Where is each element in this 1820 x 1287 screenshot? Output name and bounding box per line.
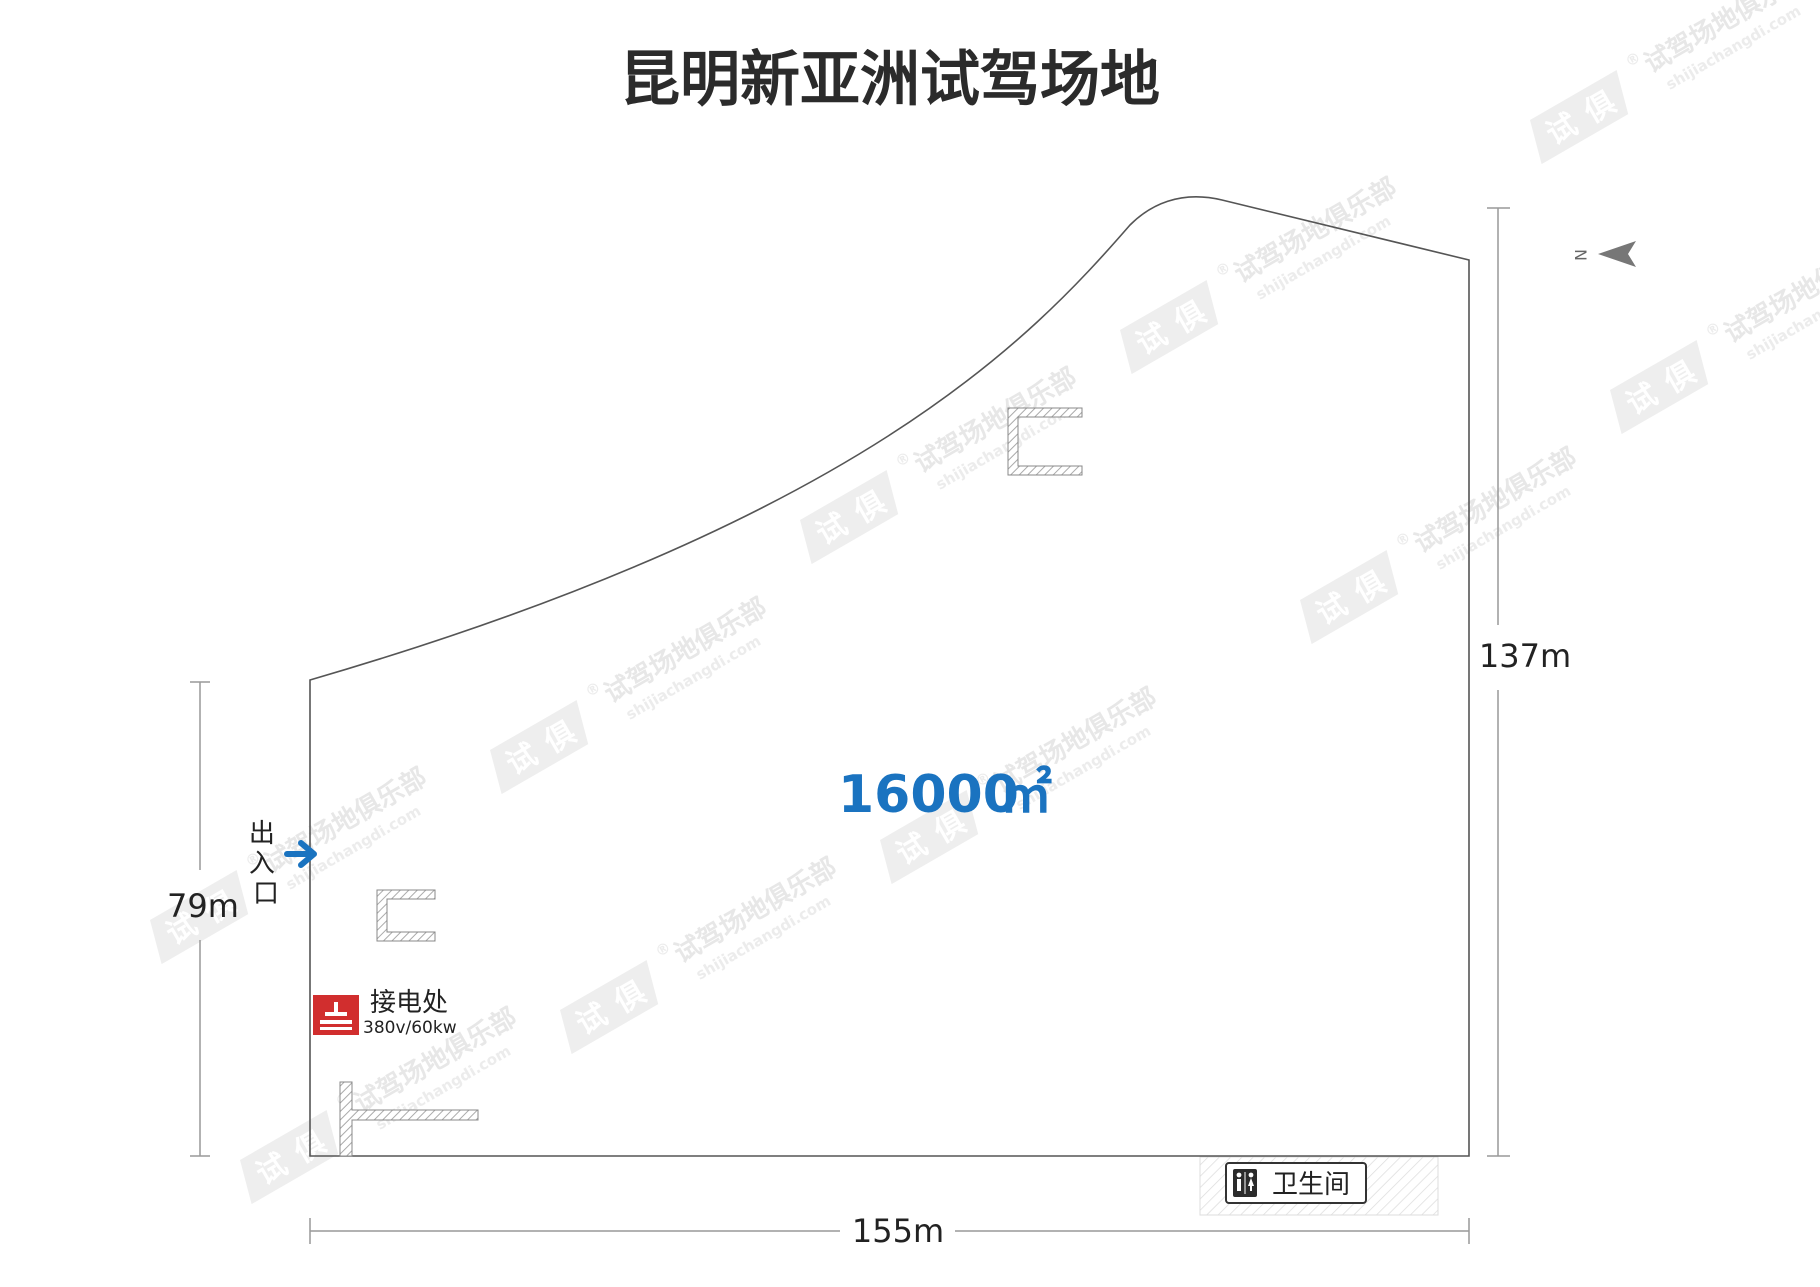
watermark-logo-icon [150, 870, 249, 965]
watermark-logo-icon [1300, 550, 1399, 645]
watermark-logo-icon [800, 470, 899, 565]
watermark-registered: ® [1212, 258, 1234, 281]
restroom: 卫生间 [1225, 1162, 1367, 1204]
watermark-logo-icon [240, 1110, 339, 1205]
dimension-right-label: 137m [1479, 637, 1571, 675]
power-connection: 接电处 380v/60kw [313, 988, 457, 1038]
watermark-logo-icon [560, 960, 659, 1055]
structure-upper-bracket [1007, 407, 1083, 476]
dimension-bottom: 155m [309, 1212, 1470, 1250]
compass-label: N [1571, 249, 1590, 261]
north-arrow-icon [1598, 241, 1636, 267]
entrance: 出 入 口 [249, 819, 317, 909]
restroom-label: 卫生间 [1272, 1170, 1350, 1200]
watermark-logo-icon [880, 790, 979, 885]
area-value: 16000 [838, 765, 1019, 825]
watermark-registered: ® [1622, 48, 1644, 71]
structure-lower-bracket [376, 889, 436, 942]
watermark-logo-icon [490, 700, 589, 795]
watermark-registered: ® [1392, 528, 1414, 551]
entrance-label: 出 入 口 [249, 819, 283, 909]
watermark-logo-icon [1610, 340, 1709, 435]
watermark-registered: ® [652, 938, 674, 961]
entrance-arrow-icon [284, 840, 317, 868]
watermark-registered: ® [1702, 318, 1724, 341]
restroom-badge [1225, 1162, 1367, 1204]
watermark-registered: ® [582, 678, 604, 701]
power-label: 接电处 [370, 988, 448, 1018]
page-title: 昆明新亚洲试驾场地 [620, 45, 1160, 115]
power-spec: 380v/60kw [363, 1018, 457, 1038]
area-label: 16000 ㎡ [838, 765, 1052, 825]
dimension-bottom-label: 155m [852, 1212, 944, 1250]
dimension-left: 79m [167, 681, 239, 1157]
dimension-left-label: 79m [167, 887, 239, 925]
compass: N [1571, 241, 1636, 267]
area-unit: ㎡ [1000, 765, 1052, 825]
restroom-icon [1233, 1169, 1257, 1197]
watermark-logo-icon [1530, 70, 1629, 165]
dimension-right: 137m [1479, 207, 1571, 1157]
power-outlet-icon [313, 995, 359, 1035]
structure-bottom-wall [339, 1081, 479, 1157]
watermark-registered: ® [892, 448, 914, 471]
watermark-logo-icon [1120, 280, 1219, 375]
venue-boundary [309, 196, 1470, 1157]
